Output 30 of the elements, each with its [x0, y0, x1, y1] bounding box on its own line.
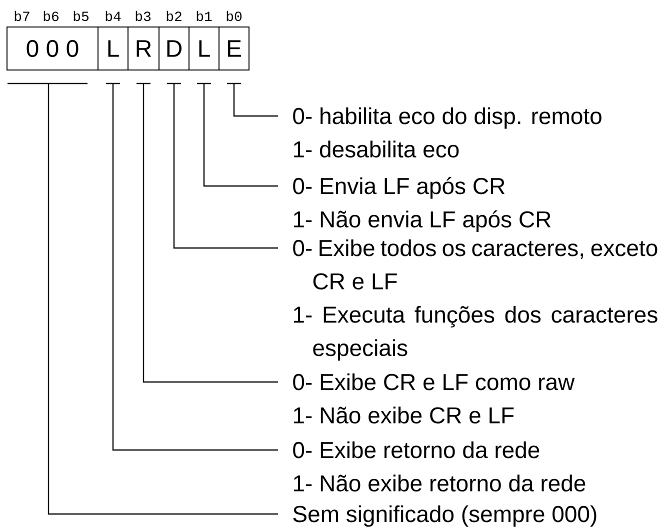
bit-description: 1- Não exibe retorno da rede [294, 474, 586, 492]
bit-description: 0- Envia LF após CR [293, 177, 505, 199]
bit-description: 1- desabilita eco [294, 140, 459, 158]
register-cell: L [188, 26, 220, 70]
leader-line [136, 82, 279, 383]
bit-label: b1 [196, 10, 212, 22]
leader-line [6, 82, 279, 515]
register-cell: E [218, 26, 250, 70]
bit-description: 0- Exibe todos os caracteres, exceto CR e LF [293, 239, 658, 290]
bit-description: 1- Executa funções dos caracteres especiais [294, 306, 658, 361]
register-cell: L [98, 26, 128, 70]
bit-description: 0- Exibe CR e LF como raw [293, 373, 575, 390]
bit-description: 1- Não exibe CR e LF [294, 406, 514, 424]
bit-label: b4 [106, 10, 121, 22]
register-cell: 0 0 0 [6, 26, 98, 70]
bit-description: Sem significado (sempre 000) [293, 505, 596, 527]
bit-description: 0- habilita eco do disp. remoto [293, 107, 602, 129]
bit-label: b0 [226, 10, 242, 22]
bit-label: b6 [44, 10, 58, 22]
register-cell: R [128, 26, 160, 70]
bit-description: 0- Exibe retorno da rede [293, 441, 540, 458]
bit-label: b5 [74, 10, 89, 22]
bit-label: b2 [166, 10, 182, 22]
leader-line [196, 82, 279, 187]
register-cell: D [158, 26, 190, 70]
leader-line [105, 82, 279, 451]
bit-label: b3 [136, 10, 151, 22]
leader-line [166, 82, 279, 249]
leader-line [226, 82, 279, 117]
bit-description: 1- Não envia LF após CR [294, 210, 551, 232]
